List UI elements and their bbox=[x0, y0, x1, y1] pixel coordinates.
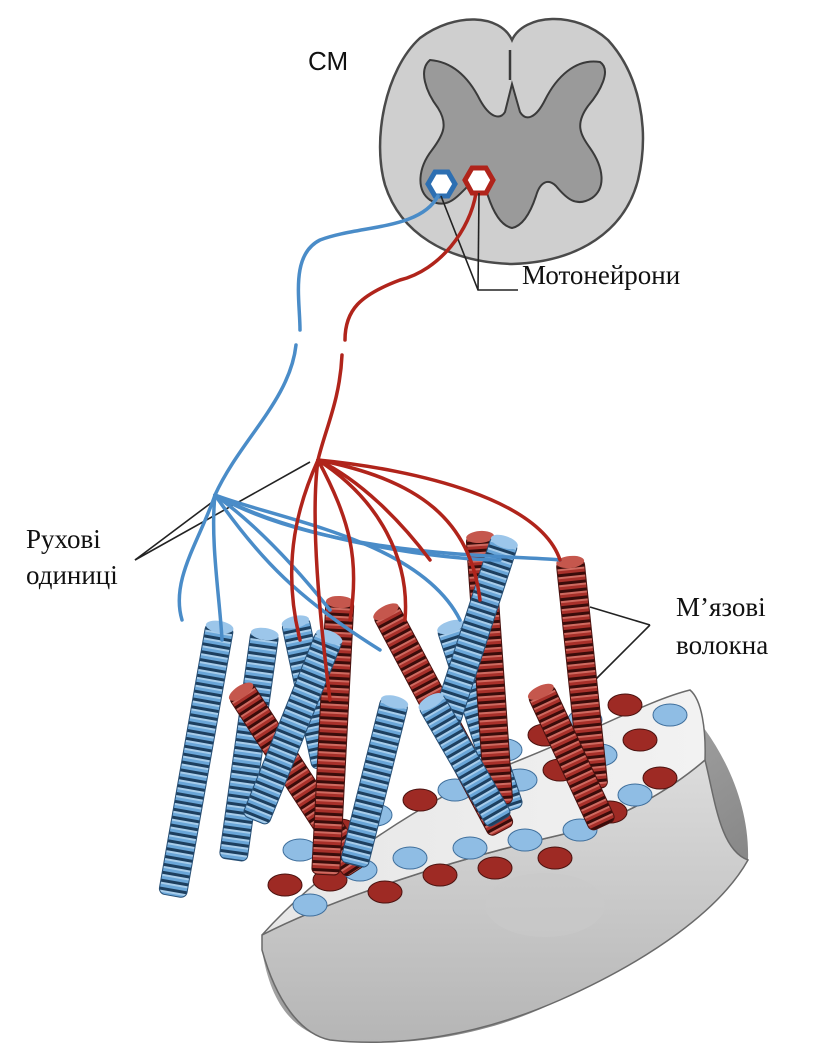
red-fiber-end-cap bbox=[643, 767, 677, 789]
motor-unit-leader-b bbox=[135, 500, 215, 560]
spinal-cord-section bbox=[380, 19, 643, 264]
red-axon-trunk-lower bbox=[318, 355, 342, 460]
red-fiber-end-cap bbox=[368, 881, 402, 903]
blue-fiber-end-cap bbox=[653, 704, 687, 726]
red-fiber-end-cap bbox=[623, 729, 657, 751]
nerve-fibers bbox=[179, 193, 560, 700]
red-fiber-end-cap bbox=[403, 789, 437, 811]
blue-axon-trunk bbox=[298, 196, 438, 330]
blue-fiber-end-cap bbox=[453, 837, 487, 859]
red-fiber-end-cap bbox=[268, 874, 302, 896]
red-branch-5 bbox=[318, 460, 480, 600]
red-motoneuron bbox=[465, 168, 493, 193]
motor-units-label-line1: Рухові bbox=[26, 522, 101, 556]
muscle-fibers-label-line2: волокна bbox=[676, 628, 768, 662]
red-fiber-end-cap bbox=[478, 857, 512, 879]
blue-fiber-end-cap bbox=[393, 847, 427, 869]
muscle-fibers-label-line1: М’язові bbox=[676, 590, 766, 624]
blue-motoneuron bbox=[428, 172, 455, 196]
muscle-fiber-leader-b bbox=[595, 625, 650, 680]
muscle-fiber-leader-a bbox=[590, 607, 650, 625]
spinal-gray-matter bbox=[420, 60, 605, 228]
red-branch-6 bbox=[318, 460, 560, 560]
blue-branch-2 bbox=[214, 495, 222, 640]
blue-axon-trunk-lower bbox=[215, 345, 296, 495]
blue-fiber-end-cap bbox=[293, 894, 327, 916]
red-fiber-end-cap bbox=[608, 694, 642, 716]
motor-units-label-line2: одиниці bbox=[26, 558, 118, 592]
spinal-cord-label: СМ bbox=[308, 44, 348, 78]
blue-fiber-end-cap bbox=[283, 839, 317, 861]
red-fiber-end-cap bbox=[423, 864, 457, 886]
red-fiber-end-cap bbox=[538, 847, 572, 869]
blue-fiber-end-cap bbox=[508, 829, 542, 851]
motoneuron-leader-b bbox=[478, 193, 479, 290]
muscle-block-spot bbox=[485, 873, 605, 937]
motoneurons-label: Мотонейрони bbox=[522, 258, 680, 292]
blue-fiber-end-cap bbox=[618, 784, 652, 806]
